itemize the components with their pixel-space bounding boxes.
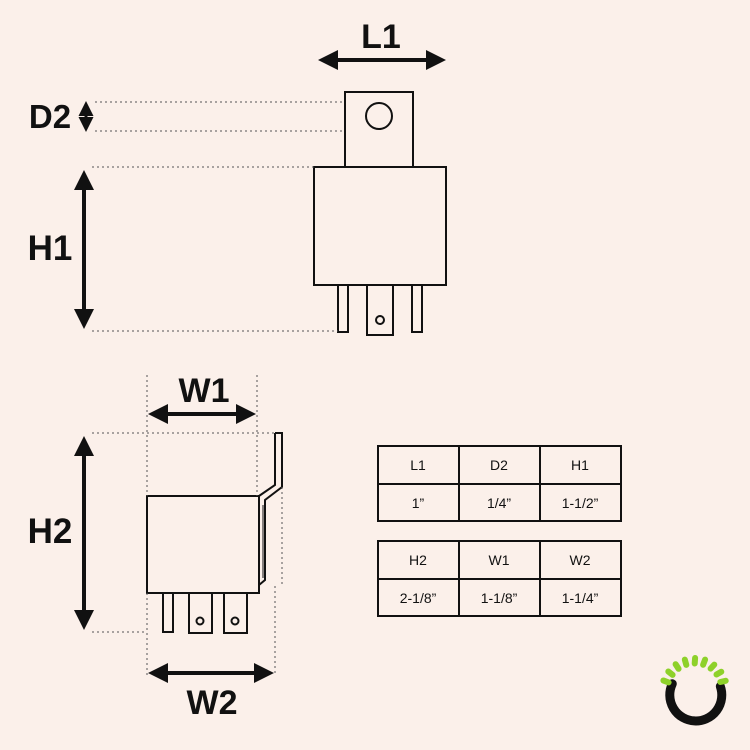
table-header-cell: H2 (409, 552, 427, 568)
dimension-table-1: L1 D2 H1 1” 1/4” 1-1/2” (377, 445, 622, 522)
table-value-cell: 1-1/8” (481, 590, 518, 606)
mounting-bracket-inner (258, 433, 276, 497)
l1-label: L1 (361, 18, 401, 56)
h2-label: H2 (28, 512, 73, 551)
relay-side-body (146, 495, 260, 594)
relay-body (313, 166, 447, 286)
pin-hole (375, 315, 385, 325)
w2-label: W2 (187, 684, 238, 722)
mounting-hole (365, 102, 393, 130)
bottom-dashed-guides (92, 375, 283, 675)
table-header-cell: L1 (410, 457, 426, 473)
dimension-table-2: H2 W1 W2 2-1/8” 1-1/8” 1-1/4” (377, 540, 622, 617)
table-header-cell: W2 (570, 552, 591, 568)
relay-side-pin (188, 592, 213, 634)
relay-pin-center (366, 284, 394, 336)
table-value-cell: 1/4” (487, 495, 511, 511)
table-header-cell: W1 (489, 552, 510, 568)
pin-hole (230, 616, 240, 626)
d2-label: D2 (29, 98, 71, 135)
pin-hole (195, 616, 205, 626)
table-value-cell: 1-1/4” (562, 590, 599, 606)
mounting-bracket (258, 432, 283, 586)
relay-pin (411, 284, 423, 333)
table-value-cell: 1-1/2” (562, 495, 599, 511)
top-dashed-guides (92, 101, 345, 332)
relay-side-pin (162, 592, 174, 633)
brand-ring-logo-icon (660, 655, 729, 726)
w1-label: W1 (179, 372, 230, 410)
table-value-cell: 2-1/8” (400, 590, 437, 606)
top-relay-drawing (313, 91, 447, 336)
relay-side-pin (223, 592, 248, 634)
table-value-cell: 1” (412, 495, 425, 511)
bottom-relay-drawing (146, 432, 283, 634)
table-header-cell: H1 (571, 457, 589, 473)
h1-label: H1 (28, 229, 73, 268)
relay-pin (337, 284, 349, 333)
table-header-cell: D2 (490, 457, 508, 473)
